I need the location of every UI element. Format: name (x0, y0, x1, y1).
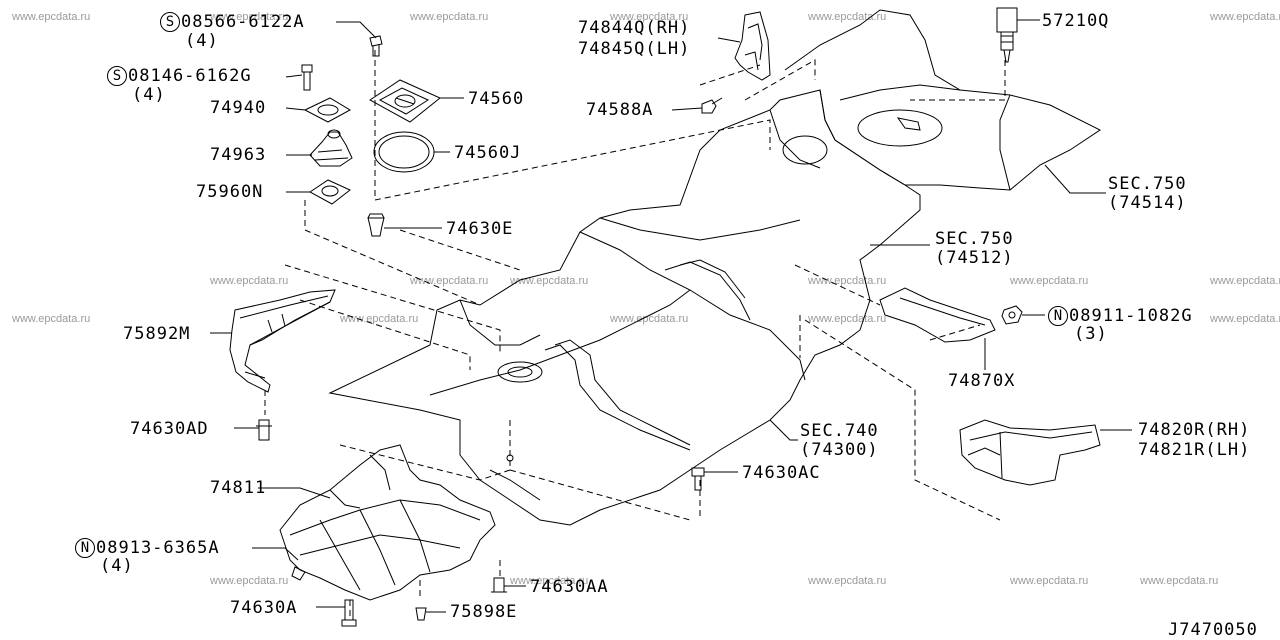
bolt-74630a (341, 599, 357, 627)
label-74870x: 74870X (948, 371, 1016, 391)
watermark: www.epcdata.ru (12, 11, 91, 23)
symbol-n: N (75, 538, 95, 558)
ring-74560j (373, 131, 435, 173)
label-74560: 74560 (468, 89, 525, 109)
watermark: www.epcdata.ru (808, 575, 887, 587)
bolt-74630ad (256, 419, 272, 441)
label-74820r: 74820R(RH) (1138, 420, 1251, 440)
label-74821r: 74821R(LH) (1138, 440, 1251, 460)
boot-74963 (309, 129, 353, 167)
watermark: www.epcdata.ru (808, 275, 887, 287)
plate-75960n (309, 179, 351, 205)
label-57210q: 57210Q (1042, 11, 1110, 31)
part-number: 08146-6162G (128, 66, 252, 86)
bracket-74844q (734, 11, 771, 81)
bracket-74870x (879, 287, 996, 343)
label-74845q: 74845Q(LH) (578, 39, 691, 59)
label-74940: 74940 (210, 98, 267, 118)
part-number: 08913-6365A (96, 538, 220, 558)
watermark: www.epcdata.ru (12, 313, 91, 325)
label-74560j: 74560J (454, 143, 522, 163)
label-sec750-74512: SEC.750 (935, 229, 1014, 249)
bolt-74630ac (691, 467, 705, 491)
watermark: www.epcdata.ru (1210, 275, 1280, 287)
bracket-74820r (959, 419, 1101, 486)
watermark: www.epcdata.ru (210, 11, 289, 23)
leader-lines (210, 19, 1132, 613)
label-75892m: 75892M (123, 324, 191, 344)
watermark: www.epcdata.ru (1140, 575, 1219, 587)
watermark: www.epcdata.ru (1210, 313, 1280, 325)
bolt-08146 (301, 64, 313, 91)
bolt-74630aa (491, 577, 507, 593)
watermark: www.epcdata.ru (340, 313, 419, 325)
label-74963: 74963 (210, 145, 267, 165)
label-sec750-74512: (74512) (935, 248, 1014, 268)
part-number: 08911-1082G (1069, 306, 1193, 326)
watermark: www.epcdata.ru (210, 275, 289, 287)
plug-57210q (996, 7, 1018, 63)
watermark: www.epcdata.ru (808, 313, 887, 325)
label-74844q: 74844Q(RH) (578, 18, 691, 38)
plate-74940 (303, 97, 352, 123)
label-sec750-74514: SEC.750 (1108, 174, 1187, 194)
label-75960n: 75960N (196, 182, 264, 202)
label-qty: (3) (1074, 324, 1108, 344)
label-qty: (4) (100, 556, 134, 576)
label-75898e: 75898E (450, 602, 518, 622)
rear-floor-outline (784, 9, 1101, 191)
part-number: 08566-6122A (181, 12, 305, 32)
bolt-08566 (369, 35, 383, 57)
label-74630ac: 74630AC (742, 463, 821, 483)
label-sec750-74514: (74514) (1108, 193, 1187, 213)
watermark: www.epcdata.ru (1010, 275, 1089, 287)
label-qty: (4) (132, 85, 166, 105)
floor-panel-outline (328, 89, 921, 526)
watermark: www.epcdata.ru (610, 313, 689, 325)
label-74811: 74811 (210, 478, 267, 498)
watermark: www.epcdata.ru (410, 11, 489, 23)
label-74630e: 74630E (446, 219, 514, 239)
watermark: www.epcdata.ru (510, 575, 589, 587)
label-74630aa: 74630AA (530, 577, 609, 597)
watermark: www.epcdata.ru (410, 275, 489, 287)
symbol-s: S (160, 12, 180, 32)
undercover-74811 (279, 444, 496, 601)
nut-08911 (1001, 305, 1023, 325)
symbol-s: S (107, 66, 127, 86)
bolt-74588a (701, 97, 723, 114)
watermark: www.epcdata.ru (1010, 575, 1089, 587)
bracket-75892m (229, 289, 336, 393)
label-sec740: SEC.740 (800, 421, 879, 441)
clip-74630e (367, 213, 385, 237)
label-sec740: (74300) (800, 440, 879, 460)
watermark: www.epcdata.ru (210, 575, 289, 587)
locator-lines (264, 50, 1006, 620)
label-qty: (4) (185, 31, 219, 51)
symbol-n: N (1048, 306, 1068, 326)
label-74630ad: 74630AD (130, 419, 209, 439)
label-74588a: 74588A (586, 100, 654, 120)
watermark: www.epcdata.ru (1210, 11, 1280, 23)
clip-75898e (415, 607, 427, 621)
diagram-code: J7470050 (1168, 620, 1258, 640)
label-74630a: 74630A (230, 598, 298, 618)
cover-74560 (369, 79, 441, 123)
watermark: www.epcdata.ru (610, 11, 689, 23)
